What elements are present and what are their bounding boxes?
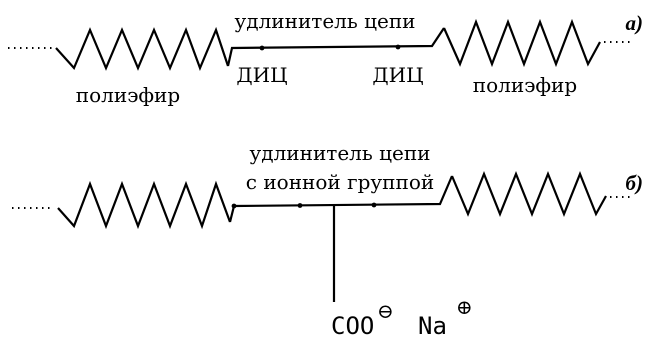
chain-extender-line-a	[226, 27, 445, 67]
ionic-chain-extender-line-b	[228, 175, 454, 223]
sodium-counterion-label: Na	[418, 312, 447, 340]
link-node-right-b	[371, 202, 377, 208]
sodium-positive-charge: ⊕	[456, 295, 473, 319]
panel-a-letter: а)	[626, 11, 644, 35]
polyester-segment-right-a	[442, 18, 601, 68]
diisocyanate-label-right: ДИЦ	[372, 63, 423, 87]
chain-extender-label-a: удлинитель цепи	[235, 9, 416, 33]
polyester-label-left: полиэфир	[76, 83, 180, 107]
link-node-left-b	[231, 203, 237, 209]
ionic-extender-label-line2: с ионной группой	[246, 170, 434, 194]
carboxylate-negative-charge: ⊖	[377, 299, 394, 323]
panel-b-letter: б)	[626, 171, 643, 195]
polyester-segment-left-a	[55, 26, 230, 71]
ionic-extender-label-line1: удлинитель цепи	[250, 141, 431, 165]
panel-a: удлинитель цепи ДИЦ ДИЦ полиэфир полиэфи…	[8, 9, 643, 107]
diisocyanate-node-right-a	[395, 44, 401, 50]
diisocyanate-label-left: ДИЦ	[236, 63, 287, 87]
polyester-segment-left-b	[57, 180, 232, 230]
panel-b: удлинитель цепи с ионной группой б) COO …	[12, 141, 643, 340]
link-node-middle-b	[297, 203, 303, 208]
polyester-segment-right-b	[450, 171, 607, 217]
carboxylate-group-label: COO	[331, 312, 374, 340]
polyester-label-right: полиэфир	[473, 73, 577, 97]
diisocyanate-node-left-a	[259, 45, 265, 51]
